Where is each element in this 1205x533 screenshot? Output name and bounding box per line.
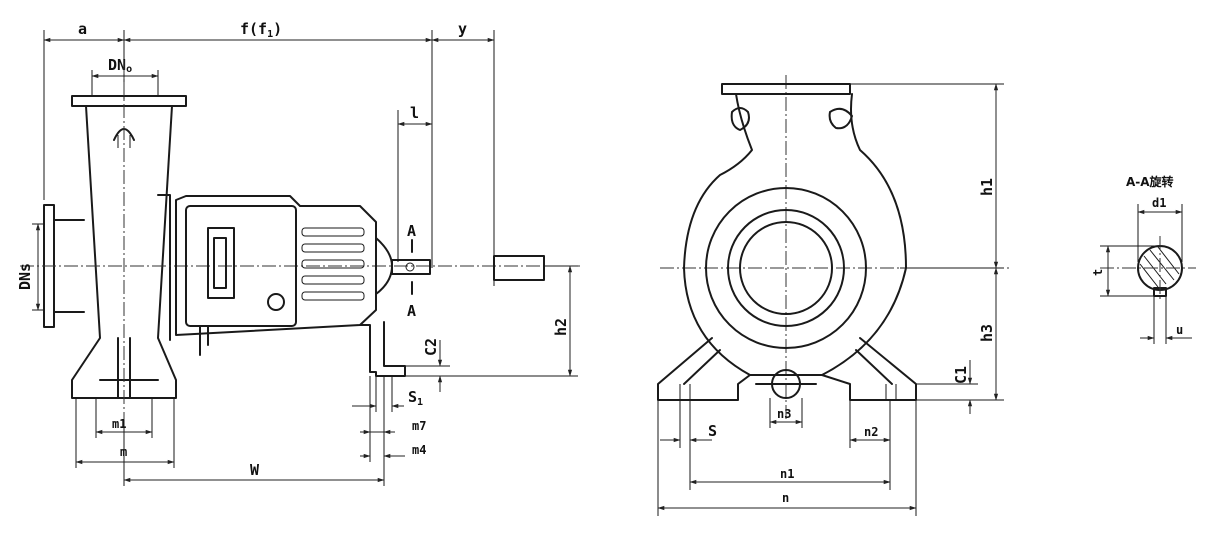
section-view-a-a: A-A旋转 d1 t u: [1091, 174, 1196, 344]
dim-label-y: y: [458, 20, 467, 38]
dim-label-m1: m1: [112, 417, 126, 431]
dim-label-t: t: [1091, 269, 1105, 276]
dim-label-h2: h2: [552, 318, 570, 336]
dim-label-w: W: [250, 461, 260, 479]
dim-label-a: a: [78, 20, 87, 38]
dim-label-c1: C1: [952, 366, 970, 384]
dim-label-h3: h3: [978, 324, 996, 342]
section-hatching: [1139, 246, 1180, 288]
side-view: a f(f1) y DNo DNs: [16, 20, 580, 486]
dim-label-dno: DNo: [108, 56, 132, 75]
shaft-end: [493, 255, 545, 281]
dim-label-h1: h1: [978, 178, 996, 196]
cooling-fins: [301, 227, 365, 301]
dim-label-f: f(f1): [240, 20, 282, 40]
dim-label-n1: n1: [780, 467, 794, 481]
bearing-housing-outline: [175, 195, 431, 377]
dim-label-dns: DNs: [16, 263, 34, 290]
dim-label-c2: C2: [422, 338, 440, 356]
section-title: A-A旋转: [1126, 174, 1174, 189]
dim-label-m4: m4: [412, 443, 426, 457]
base-feet: [657, 337, 917, 401]
dim-label-u: u: [1176, 323, 1183, 337]
dim-label-m7: m7: [412, 419, 426, 433]
dim-label-n2: n2: [864, 425, 878, 439]
dim-label-n3: n3: [777, 407, 791, 421]
section-marker-top: A: [407, 222, 416, 240]
dim-label-l: l: [410, 104, 419, 122]
dim-label-d1: d1: [1152, 196, 1166, 210]
pump-casing-outline: [43, 95, 187, 399]
dim-label-n: n: [782, 491, 789, 505]
dim-label-s: S: [708, 422, 717, 440]
top-dimension-chain: [43, 30, 495, 268]
front-view: h1 h3 C1 n3 S n2 n1 n: [657, 75, 1010, 516]
section-marker-bottom: A: [407, 302, 416, 320]
dim-label-s1: S1: [408, 388, 423, 408]
volute-outline: [683, 83, 907, 376]
